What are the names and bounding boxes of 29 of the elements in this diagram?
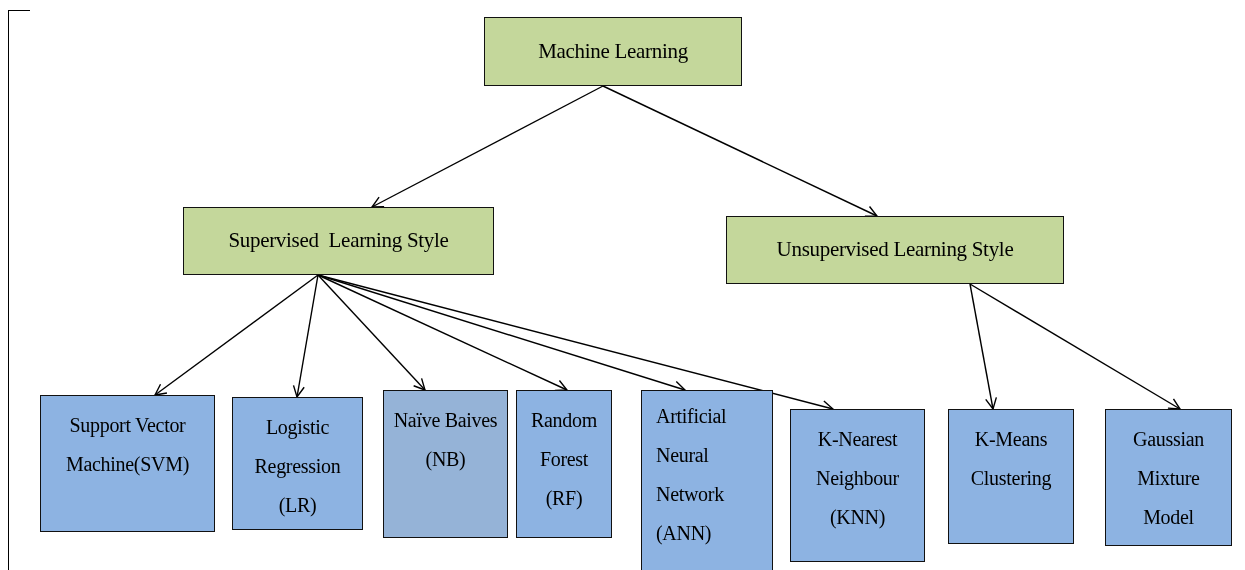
category-box xyxy=(484,17,742,86)
algorithm-box xyxy=(383,390,508,538)
algorithm-box xyxy=(948,409,1074,544)
box-label: Naïve Baives (NB) xyxy=(392,408,499,473)
box-label: Supervised Learning Style xyxy=(228,228,449,254)
box-label: Random Forest (RF) xyxy=(530,408,598,512)
box-label: Artificial Neural Network (ANN) xyxy=(656,404,728,547)
algorithm-box xyxy=(1105,409,1232,546)
category-box xyxy=(726,216,1064,284)
box-label: K-Nearest Neighbour (KNN) xyxy=(815,427,900,531)
arrow xyxy=(371,85,604,208)
algorithm-box xyxy=(790,409,925,562)
algorithm-box xyxy=(40,395,215,532)
algorithm-box xyxy=(516,390,612,538)
arrow xyxy=(317,274,426,391)
category-box xyxy=(183,207,494,275)
box-label: Machine Learning xyxy=(538,38,688,65)
arrow xyxy=(969,283,1181,410)
box-label: Logistic Regression (LR) xyxy=(253,415,342,519)
box-label: Support Vector Machine(SVM) xyxy=(64,413,190,478)
arrow xyxy=(602,85,878,217)
algorithm-box xyxy=(641,390,773,570)
box-label: Gaussian Mixture Model xyxy=(1132,427,1205,530)
algorithm-box xyxy=(232,397,363,530)
arrow xyxy=(292,274,319,398)
arrow xyxy=(154,274,319,396)
box-label: K-Means Clustering xyxy=(969,427,1053,492)
arrow xyxy=(969,283,998,410)
box-label: Unsupervised Learning Style xyxy=(776,237,1014,263)
